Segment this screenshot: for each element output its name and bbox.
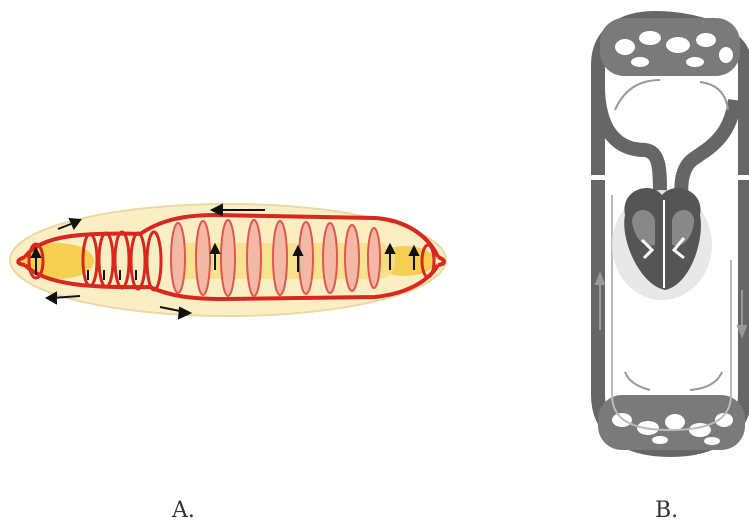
heart [612,188,712,300]
diagram-b [596,18,746,450]
panel-label-b: B. [655,498,678,523]
diagram-a [10,204,446,318]
right-vessel [681,100,735,205]
segmental-vessels [171,220,380,296]
left-vessel [598,90,660,195]
panel-label-a: A. [172,498,195,523]
